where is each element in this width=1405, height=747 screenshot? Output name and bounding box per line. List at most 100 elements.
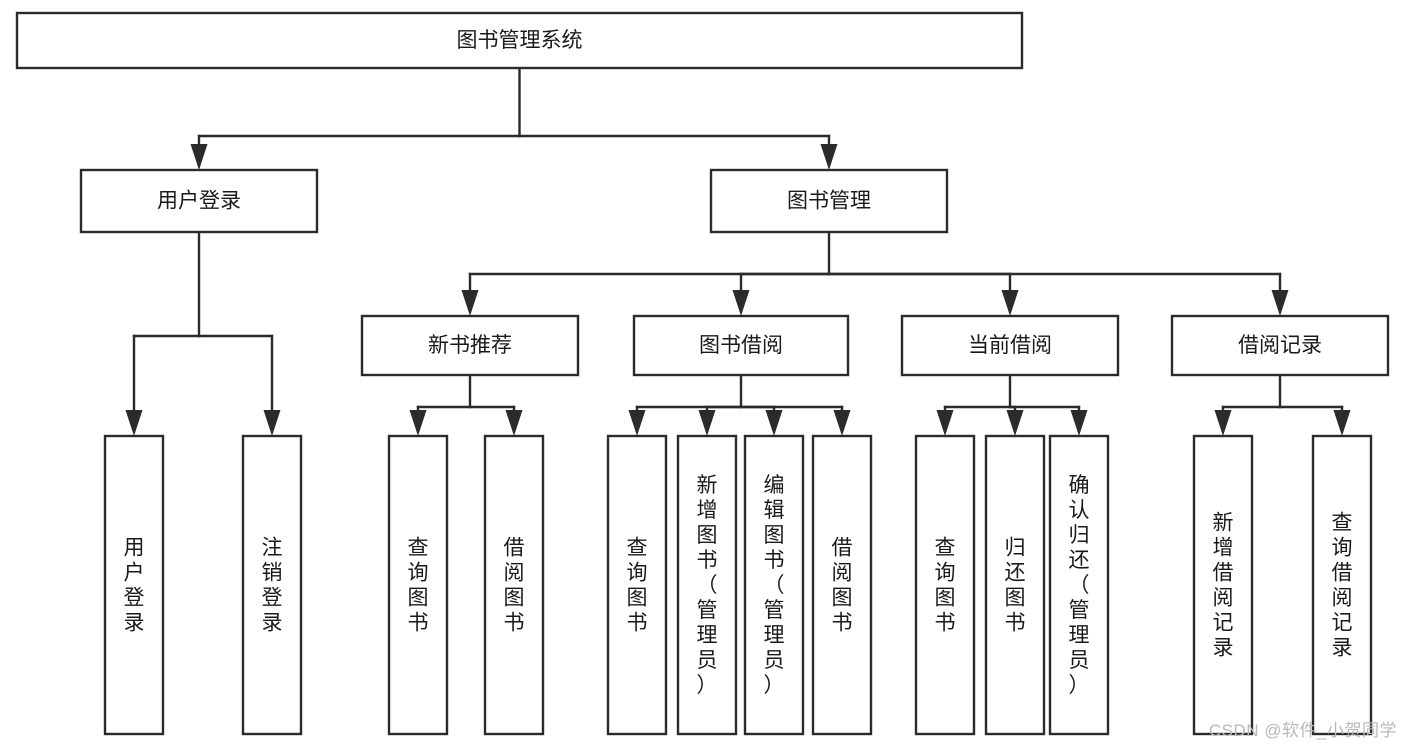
arrow-head-icon bbox=[765, 410, 783, 436]
connector-borrow-to-leaf-borrow-lend bbox=[739, 405, 851, 436]
connector-current-to-leaf-current-return bbox=[1006, 405, 1024, 436]
connector-borrow-to-leaf-borrow-query bbox=[628, 405, 743, 436]
node-box-leaf-borrow-add[interactable] bbox=[676, 434, 738, 736]
node-box-record[interactable] bbox=[1170, 314, 1390, 377]
node-leaf-borrow-edit[interactable]: 编辑图书（管理员） bbox=[743, 434, 805, 736]
arrow-head-icon bbox=[1006, 410, 1024, 436]
connector-current-to-leaf-current-confirm bbox=[1008, 405, 1088, 436]
node-label-current: 当前借阅 bbox=[968, 334, 1052, 357]
node-leaf-current-query[interactable]: 查询图书 bbox=[914, 434, 976, 736]
connector-borrow-to-leaf-borrow-add bbox=[698, 405, 743, 436]
node-label-leaf-current-confirm: 确认归还（管理员） bbox=[1069, 474, 1090, 697]
arrow-head-icon bbox=[263, 410, 281, 436]
node-label-leaf-user-login: 用户登录 bbox=[124, 537, 145, 635]
node-label-bookmgmt: 图书管理 bbox=[787, 190, 871, 213]
arrow-head-icon bbox=[505, 410, 523, 436]
node-bookmgmt[interactable]: 图书管理 bbox=[709, 168, 949, 234]
connector-current-to-leaf-current-query bbox=[936, 405, 1012, 436]
connector-newbook-to-leaf-newbook-query bbox=[409, 405, 472, 436]
arrow-head-icon bbox=[732, 290, 750, 316]
node-label-leaf-current-return: 归还图书 bbox=[1005, 537, 1026, 635]
node-label-record: 借阅记录 bbox=[1238, 334, 1322, 357]
connector-root-to-bookmgmt bbox=[518, 134, 838, 170]
node-label-borrow: 图书借阅 bbox=[699, 334, 783, 357]
node-label-leaf-record-query: 查询借阅记录 bbox=[1332, 512, 1353, 660]
connector-login-to-leaf-user-logout bbox=[197, 334, 281, 436]
node-leaf-borrow-add[interactable]: 新增图书（管理员） bbox=[676, 434, 738, 736]
node-box-borrow[interactable] bbox=[632, 314, 850, 377]
node-box-leaf-user-login[interactable] bbox=[103, 434, 165, 736]
connector-record-to-leaf-record-query bbox=[1278, 405, 1351, 436]
arrow-head-icon bbox=[628, 410, 646, 436]
node-leaf-borrow-query[interactable]: 查询图书 bbox=[606, 434, 668, 736]
node-box-leaf-current-confirm[interactable] bbox=[1048, 434, 1110, 736]
arrow-head-icon bbox=[409, 410, 427, 436]
arrow-head-icon bbox=[1001, 290, 1019, 316]
node-leaf-current-confirm[interactable]: 确认归还（管理员） bbox=[1048, 434, 1110, 736]
node-box-leaf-borrow-query[interactable] bbox=[606, 434, 668, 736]
node-box-leaf-newbook-query[interactable] bbox=[387, 434, 449, 736]
arrow-head-icon bbox=[1271, 290, 1289, 316]
node-label-root: 图书管理系统 bbox=[457, 29, 583, 52]
arrow-head-icon bbox=[461, 290, 479, 316]
node-leaf-newbook-borrow[interactable]: 借阅图书 bbox=[483, 434, 545, 736]
node-newbook[interactable]: 新书推荐 bbox=[360, 314, 580, 377]
node-box-newbook[interactable] bbox=[360, 314, 580, 377]
node-box-leaf-borrow-lend[interactable] bbox=[811, 434, 873, 736]
connector-bookmgmt-to-borrow bbox=[732, 272, 831, 316]
node-box-bookmgmt[interactable] bbox=[709, 168, 949, 234]
arrow-head-icon bbox=[820, 144, 838, 170]
node-box-leaf-record-query[interactable] bbox=[1311, 434, 1373, 736]
node-box-root[interactable] bbox=[15, 11, 1024, 70]
node-label-login: 用户登录 bbox=[157, 190, 241, 213]
node-leaf-record-add[interactable]: 新增借阅记录 bbox=[1192, 434, 1254, 736]
node-box-leaf-newbook-borrow[interactable] bbox=[483, 434, 545, 736]
node-label-leaf-record-add: 新增借阅记录 bbox=[1213, 512, 1234, 660]
connector-bookmgmt-to-record bbox=[827, 272, 1289, 316]
connector-newbook-to-leaf-newbook-borrow bbox=[468, 405, 523, 436]
node-box-leaf-borrow-edit[interactable] bbox=[743, 434, 805, 736]
arrow-head-icon bbox=[190, 144, 208, 170]
connector-layer bbox=[125, 66, 1351, 436]
connector-borrow-to-leaf-borrow-edit bbox=[739, 405, 783, 436]
connector-root-to-login bbox=[190, 134, 521, 170]
node-leaf-newbook-query[interactable]: 查询图书 bbox=[387, 434, 449, 736]
node-root[interactable]: 图书管理系统 bbox=[15, 11, 1024, 70]
node-record[interactable]: 借阅记录 bbox=[1170, 314, 1390, 377]
arrow-head-icon bbox=[936, 410, 954, 436]
node-box-leaf-user-logout[interactable] bbox=[241, 434, 303, 736]
node-leaf-user-logout[interactable]: 注销登录 bbox=[241, 434, 303, 736]
node-box-current[interactable] bbox=[900, 314, 1120, 377]
connector-record-to-leaf-record-add bbox=[1214, 405, 1282, 436]
node-box-login[interactable] bbox=[79, 168, 319, 234]
arrow-head-icon bbox=[1333, 410, 1351, 436]
node-box-leaf-current-query[interactable] bbox=[914, 434, 976, 736]
arrow-head-icon bbox=[833, 410, 851, 436]
node-box-leaf-record-add[interactable] bbox=[1192, 434, 1254, 736]
node-borrow[interactable]: 图书借阅 bbox=[632, 314, 850, 377]
connector-bookmgmt-to-newbook bbox=[461, 272, 831, 316]
node-label-leaf-current-query: 查询图书 bbox=[935, 537, 956, 635]
node-label-leaf-newbook-borrow: 借阅图书 bbox=[504, 537, 525, 635]
node-label-leaf-user-logout: 注销登录 bbox=[262, 537, 283, 635]
arrow-head-icon bbox=[1070, 410, 1088, 436]
node-label-leaf-borrow-add: 新增图书（管理员） bbox=[697, 474, 718, 697]
arrow-head-icon bbox=[125, 410, 143, 436]
node-current[interactable]: 当前借阅 bbox=[900, 314, 1120, 377]
node-login[interactable]: 用户登录 bbox=[79, 168, 319, 234]
arrow-head-icon bbox=[1214, 410, 1232, 436]
connector-login-to-leaf-user-login bbox=[125, 334, 201, 436]
arrow-head-icon bbox=[698, 410, 716, 436]
node-leaf-record-query[interactable]: 查询借阅记录 bbox=[1311, 434, 1373, 736]
node-leaf-current-return[interactable]: 归还图书 bbox=[984, 434, 1046, 736]
node-label-leaf-borrow-lend: 借阅图书 bbox=[832, 537, 853, 635]
node-leaf-user-login[interactable]: 用户登录 bbox=[103, 434, 165, 736]
node-leaf-borrow-lend[interactable]: 借阅图书 bbox=[811, 434, 873, 736]
node-label-leaf-newbook-query: 查询图书 bbox=[408, 537, 429, 635]
node-label-leaf-borrow-edit: 编辑图书（管理员） bbox=[764, 474, 785, 697]
node-box-leaf-current-return[interactable] bbox=[984, 434, 1046, 736]
watermark-text: CSDN @软件_小贺同学 bbox=[1208, 721, 1397, 740]
node-label-leaf-borrow-query: 查询图书 bbox=[627, 537, 648, 635]
